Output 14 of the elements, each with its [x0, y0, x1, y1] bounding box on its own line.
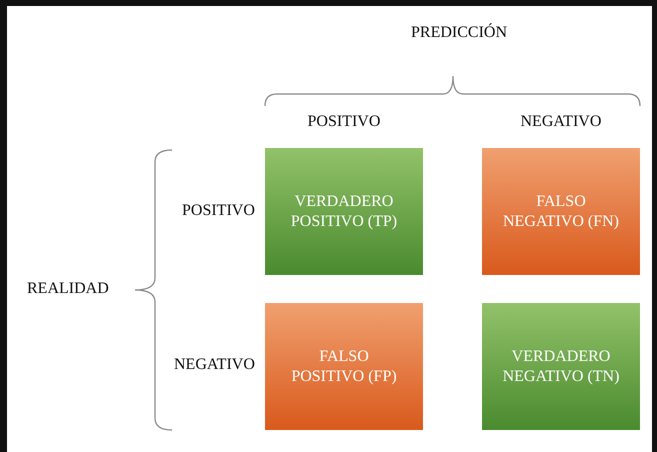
cell-label: FALSO POSITIVO (FP): [290, 346, 398, 386]
matrix-cell: [482, 148, 640, 275]
row-label: NEGATIVO: [174, 356, 255, 374]
cell-label: VERDADERO NEGATIVO (TN): [502, 346, 620, 386]
axis-title: PREDICCIÓN: [411, 24, 508, 42]
matrix-cell: [482, 303, 640, 430]
axis-title: REALIDAD: [27, 280, 109, 298]
matrix-cell: [265, 303, 423, 430]
column-label: POSITIVO: [308, 113, 380, 131]
row-label: POSITIVO: [182, 202, 255, 220]
matrix-cell: [265, 148, 423, 275]
cell-label: FALSO NEGATIVO (FN): [502, 192, 620, 232]
column-label: NEGATIVO: [520, 113, 602, 131]
cell-label: VERDADERO POSITIVO (TP): [290, 192, 398, 232]
